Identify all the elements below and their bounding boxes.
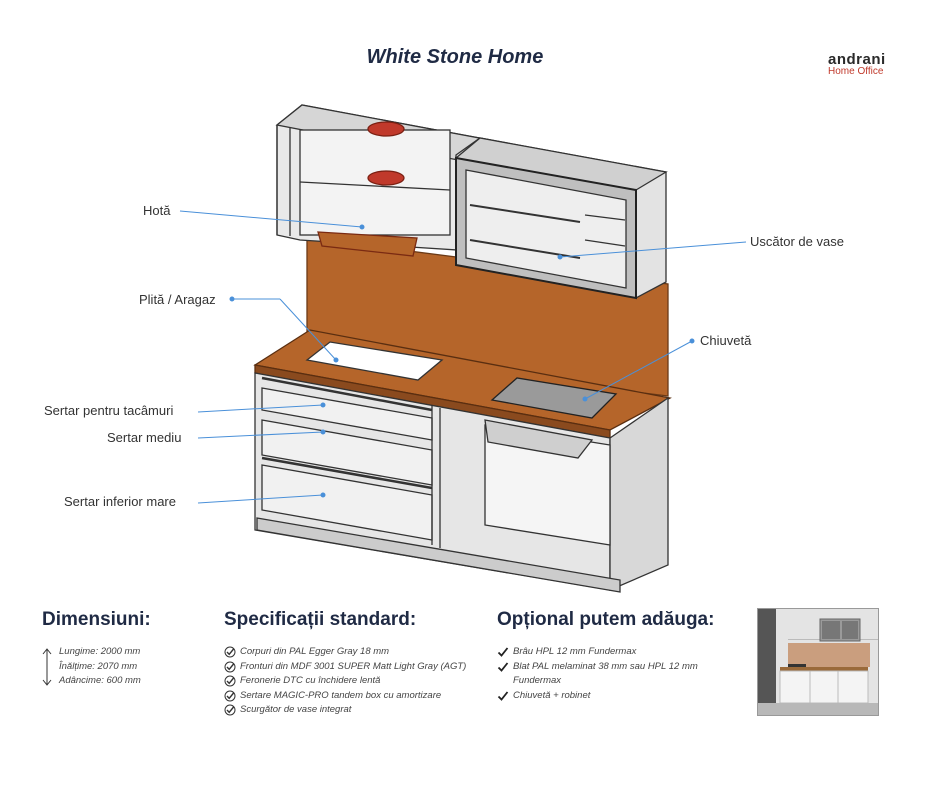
check-circle-icon — [224, 675, 236, 687]
dimension-depth: Adâncime: 600 mm — [59, 675, 141, 686]
check-circle-icon — [224, 690, 236, 701]
callout-uscator: Uscător de vase — [750, 234, 844, 249]
double-arrow-icon — [42, 648, 52, 686]
list-item: Scurgător de vase integrat — [224, 703, 484, 718]
check-icon — [497, 690, 509, 701]
list-item: Chiuvetă + robinet — [497, 689, 717, 704]
optional-list: Brâu HPL 12 mm Fundermax Blat PAL melami… — [497, 645, 717, 703]
dimension-length: Lungime: 2000 mm — [59, 646, 141, 657]
specs-title: Specificații standard: — [224, 609, 417, 630]
list-item: Sertare MAGIC-PRO tandem box cu amortiza… — [224, 689, 484, 704]
list-item: Feronerie DTC cu închidere lentă — [224, 674, 484, 689]
callout-sertar-mediu: Sertar mediu — [107, 430, 182, 445]
page-title: White Stone Home — [366, 46, 544, 68]
brand-logo: andrani Home Office — [828, 52, 886, 77]
dimension-height: Înălțime: 2070 mm — [59, 660, 138, 672]
check-circle-icon — [224, 646, 236, 658]
logo-tagline: Home Office — [828, 66, 884, 77]
list-item: Fronturi din MDF 3001 SUPER Matt Light G… — [224, 660, 484, 675]
sink — [490, 377, 618, 419]
check-icon — [497, 661, 509, 672]
list-item: Blat PAL melaminat 38 mm sau HPL 12 mm F… — [497, 660, 717, 689]
optional-title: Opțional putem adăuga: — [497, 609, 715, 630]
callout-sertar-tacamuri: Sertar pentru tacâmuri — [44, 403, 174, 418]
dimensions-title: Dimensiuni: — [42, 609, 151, 630]
callout-chiuveta: Chiuvetă — [700, 333, 752, 348]
kitchen-photo — [757, 608, 879, 716]
specs-list: Corpuri din PAL Egger Gray 18 mm Frontur… — [224, 645, 484, 718]
hob — [305, 341, 444, 381]
callout-plita: Plită / Aragaz — [139, 292, 216, 307]
check-icon — [497, 647, 509, 657]
dimensions-block: Lungime: 2000 mm Înălțime: 2070 mm Adânc… — [42, 645, 141, 689]
logo-name: andrani — [828, 51, 886, 68]
kitchen-drawing — [179, 104, 747, 593]
callout-hota: Hotă — [143, 203, 171, 218]
list-item: Brâu HPL 12 mm Fundermax — [497, 645, 717, 660]
check-circle-icon — [224, 661, 236, 672]
callout-sertar-inferior: Sertar inferior mare — [64, 494, 176, 509]
list-item: Corpuri din PAL Egger Gray 18 mm — [224, 645, 484, 660]
check-circle-icon — [224, 704, 236, 716]
